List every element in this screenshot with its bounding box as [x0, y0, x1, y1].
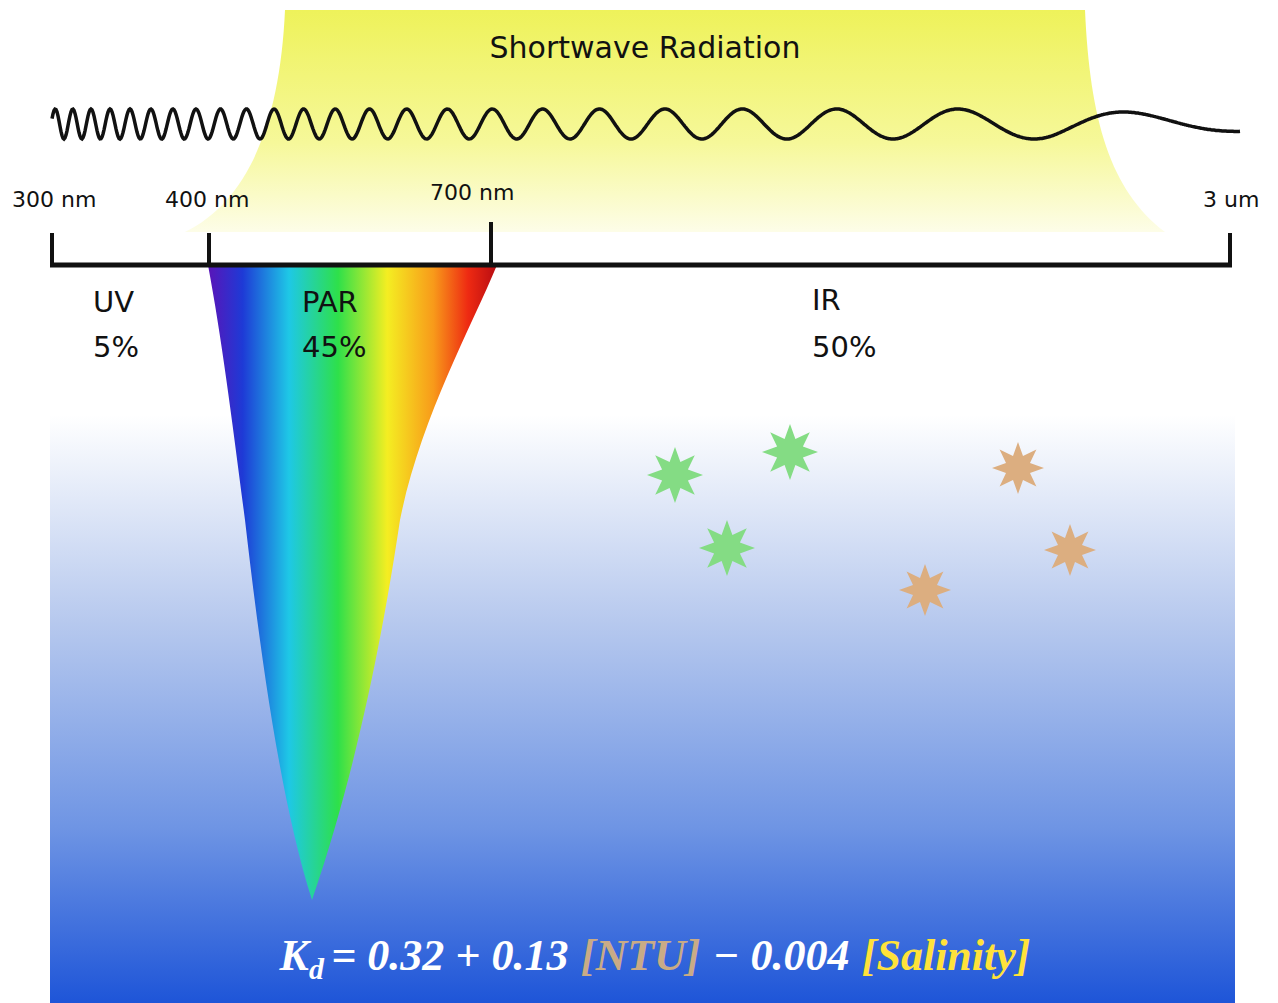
axis-tick-label: 300 nm [12, 187, 96, 212]
band-name: UV [93, 285, 134, 319]
wavelength-axis [50, 222, 1232, 267]
equation-term: = 0.32 + 0.13 [331, 931, 568, 980]
par-spectrum-cone [208, 265, 497, 900]
band-title: Shortwave Radiation [490, 30, 801, 65]
equation-term: − 0.004 [713, 931, 850, 980]
axis-tick-label: 3 um [1203, 187, 1259, 212]
particle-star [899, 564, 951, 616]
axis-tick-label: 400 nm [165, 187, 249, 212]
wave [52, 109, 1240, 139]
particle-star [647, 447, 703, 503]
particles [647, 424, 1096, 616]
water-column [50, 415, 1235, 1003]
particle-star [762, 424, 818, 480]
axis-tick-label: 700 nm [430, 180, 514, 205]
band-share: 45% [302, 330, 366, 364]
particle-star [699, 520, 755, 576]
shortwave-band [185, 10, 1165, 232]
band-share: 50% [812, 330, 876, 364]
equation-variable: [NTU] [581, 931, 701, 980]
particle-star [1044, 524, 1096, 576]
kd-equation: Kd= 0.32 + 0.13 [NTU]− 0.004[Salinity] [280, 930, 1031, 987]
band-share: 5% [93, 330, 139, 364]
particle-star [992, 442, 1044, 494]
band-name: PAR [302, 285, 358, 319]
band-name: IR [812, 283, 841, 317]
equation-variable: [Salinity] [862, 931, 1031, 980]
equation-subscript: d [309, 952, 324, 985]
equation-symbol: K [280, 931, 309, 980]
